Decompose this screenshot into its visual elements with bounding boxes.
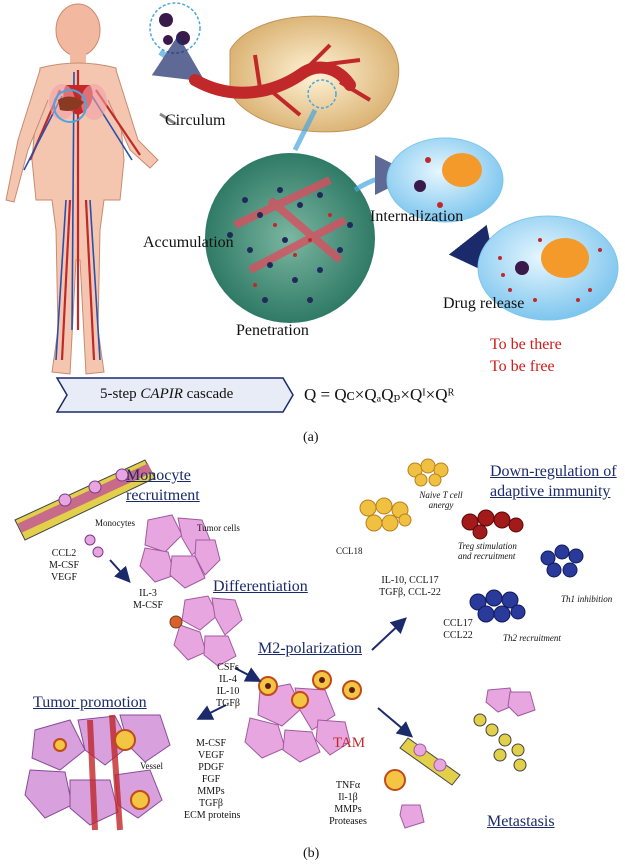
penetration-label: Penetration bbox=[236, 322, 309, 339]
growth-factors-block: M-CSF VEGF PDGF FGF MMPs TGFβ ECM protei… bbox=[184, 738, 241, 822]
gf-tgfb: TGFβ bbox=[199, 798, 223, 809]
gf-pdgf: PDGF bbox=[198, 762, 224, 773]
ccl22-item: CCL22 bbox=[443, 630, 473, 641]
naive-t-line1: Naive T cell bbox=[419, 490, 463, 500]
cascade-arrow-banner bbox=[55, 377, 294, 413]
cascade-italic: CAPIR bbox=[140, 386, 183, 402]
vessel-label: Vessel bbox=[140, 761, 163, 771]
ccl17-item: CCL17 bbox=[443, 618, 473, 629]
cascade-label: 5-step CAPIR cascade bbox=[100, 386, 233, 403]
tumor-promotion-title: Tumor promotion bbox=[33, 694, 147, 711]
metastasis-factors-block: TNFα Il-1β MMPs Proteases bbox=[322, 780, 374, 828]
gf-mmps: MMPs bbox=[197, 786, 225, 797]
monocyte-title-line2: recruitment bbox=[126, 487, 200, 504]
csfs-block: CSFs IL-4 IL-10 TGFβ bbox=[208, 662, 248, 710]
gf-fgf: FGF bbox=[201, 774, 221, 785]
ccl17-block: CCL17 CCL22 bbox=[438, 618, 478, 642]
il3-block: IL-3 M-CSF bbox=[128, 588, 168, 612]
tumor-cells-label: Tumor cells bbox=[197, 523, 240, 533]
il4-item: IL-4 bbox=[219, 674, 237, 685]
monocyte-title-line1: Monocyte bbox=[126, 467, 191, 484]
differentiation-cells bbox=[169, 595, 243, 667]
il10-item: IL-10 bbox=[216, 686, 240, 697]
syringe-icon bbox=[159, 112, 177, 126]
naive-t-label: Naive T cell anergy bbox=[413, 490, 469, 510]
th1-cells bbox=[540, 544, 584, 578]
il10-line2: TGFβ, CCL-22 bbox=[379, 587, 441, 598]
downregulation-title-line1: Down-regulation of bbox=[490, 463, 617, 480]
tgfb-item: TGFβ bbox=[216, 698, 240, 709]
tumor-promotion-cluster bbox=[24, 714, 171, 831]
treg-line1: Treg stimulation bbox=[458, 541, 517, 551]
drug-release-label: Drug release bbox=[443, 295, 525, 312]
naive-t-line2: anergy bbox=[428, 500, 454, 510]
ccl2-item: CCL2 bbox=[51, 548, 77, 559]
th1-label: Th1 inhibition bbox=[561, 594, 613, 604]
tumor-accumulation-sphere bbox=[205, 153, 375, 323]
il10-ccl17-block: IL-10, CCL17 TGFβ, CCL-22 bbox=[370, 575, 450, 599]
internalization-label: Internalization bbox=[370, 208, 464, 225]
drug-release-cell bbox=[448, 215, 619, 321]
tam-cluster bbox=[244, 670, 362, 763]
il10-line1: IL-10, CCL17 bbox=[381, 575, 439, 586]
liver-highlight-circle bbox=[53, 89, 87, 123]
ccl18-cells bbox=[359, 497, 412, 532]
il3-item: IL-3 bbox=[139, 588, 157, 599]
circulum-label: Circulum bbox=[165, 112, 226, 129]
th2-label: Th2 recruitment bbox=[503, 633, 561, 643]
downregulation-title-line2: adaptive immunity bbox=[490, 483, 611, 500]
treg-label: Treg stimulation and recruitment bbox=[458, 541, 517, 561]
nanoparticle-inset bbox=[149, 2, 206, 82]
vegf-item: VEGF bbox=[50, 572, 78, 583]
naive-t-cells bbox=[407, 458, 449, 487]
mcsf-item-2: M-CSF bbox=[132, 600, 163, 611]
csfs-item: CSFs bbox=[217, 662, 239, 673]
tam-label: TAM bbox=[333, 735, 366, 751]
caption-b: (b) bbox=[303, 846, 320, 861]
mf-tnfa: TNFα bbox=[335, 780, 361, 791]
gf-ecm: ECM proteins bbox=[184, 810, 241, 821]
mcsf-item: M-CSF bbox=[48, 560, 79, 571]
mf-il1b: Il-1β bbox=[338, 792, 358, 803]
th2-cells bbox=[469, 589, 526, 623]
accumulation-label: Accumulation bbox=[143, 234, 234, 251]
monocytes-label: Monocytes bbox=[95, 518, 135, 528]
human-body-figure bbox=[5, 3, 177, 375]
gf-mcsf: M-CSF bbox=[195, 738, 226, 749]
mf-proteases: Proteases bbox=[329, 816, 367, 827]
cascade-suffix: cascade bbox=[182, 386, 234, 402]
q-formula: Q = Qᴄ×QₐQₚ×Qᴵ×Qᴿ bbox=[304, 385, 455, 404]
tumor-cells-cluster bbox=[139, 514, 221, 589]
metastasis-title: Metastasis bbox=[487, 813, 555, 830]
cascade-prefix: 5-step bbox=[100, 386, 141, 402]
differentiation-title: Differentiation bbox=[213, 578, 308, 595]
to-be-free-label: To be free bbox=[490, 358, 555, 375]
treg-line2: and recruitment bbox=[458, 551, 516, 561]
internalization-cell bbox=[353, 137, 504, 223]
flow-arrows bbox=[109, 559, 414, 738]
ccl2-block: CCL2 M-CSF VEGF bbox=[44, 548, 84, 584]
m2-polarization-title: M2-polarization bbox=[258, 640, 362, 657]
to-be-there-label: To be there bbox=[490, 336, 562, 353]
gf-vegf: VEGF bbox=[197, 750, 225, 761]
tumor-tissue-slice bbox=[189, 15, 400, 152]
caption-a: (a) bbox=[303, 430, 319, 445]
metastasis-cells bbox=[384, 687, 536, 829]
mf-mmps: MMPs bbox=[334, 804, 362, 815]
ccl18-label: CCL18 bbox=[336, 546, 363, 556]
treg-cells bbox=[461, 509, 524, 540]
blood-vessel-monocytes bbox=[14, 459, 156, 558]
